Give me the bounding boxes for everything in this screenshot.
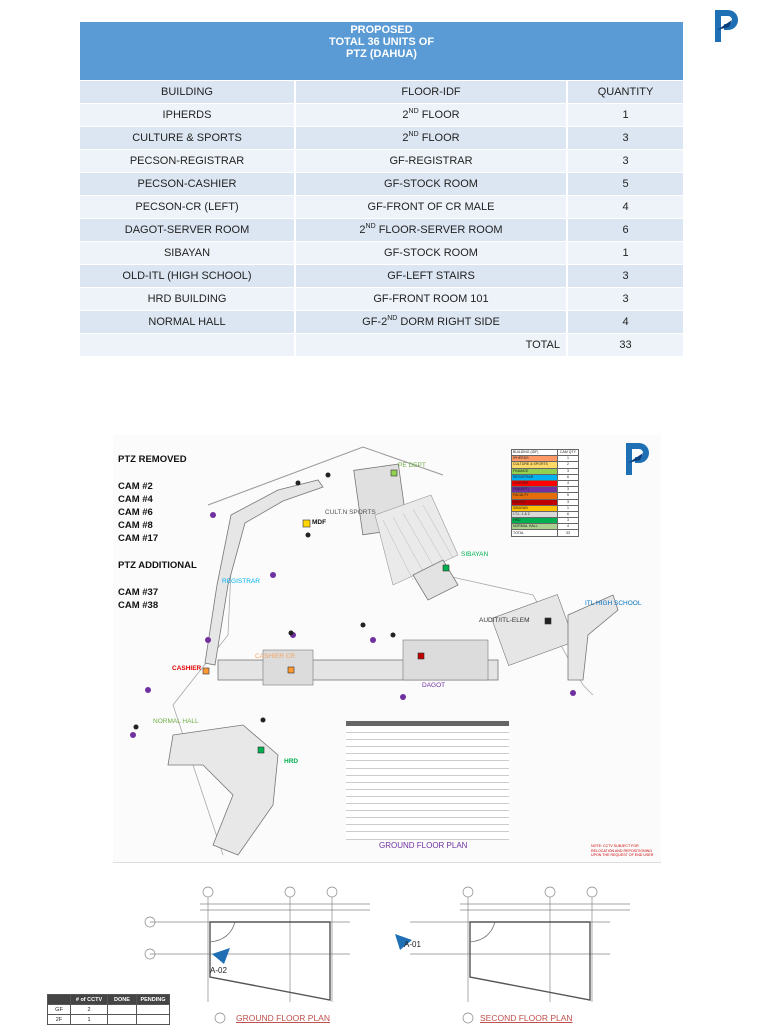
- cell-quantity: 6: [566, 219, 683, 242]
- removed-cam: CAM #8: [118, 520, 153, 531]
- additional-cam: CAM #38: [118, 600, 159, 611]
- cell-building: SIBAYAN: [80, 242, 294, 265]
- cell-floor-idf: GF-REGISTRAR: [294, 150, 566, 173]
- label-sibayan: SIBAYAN: [461, 551, 489, 558]
- label-normal-hall: NORMAL HALL: [153, 718, 199, 725]
- cell-building: HRD BUILDING: [80, 288, 294, 311]
- company-logo-icon: [715, 10, 738, 42]
- label-dagot: DAGOT: [422, 682, 446, 689]
- relocation-note: NOTE: CCTV SUBJECT FOR RELOCATION AND RE…: [591, 844, 654, 857]
- table-header-row: BUILDING FLOOR-IDF QUANTITY: [80, 81, 683, 104]
- table-row: GF 2: [47, 1004, 170, 1015]
- cell-quantity: 1: [566, 242, 683, 265]
- campus-floor-plan: PTZ REMOVED CAM #2 CAM #4 CAM #6 CAM #8 …: [113, 435, 661, 863]
- cell-quantity: 1: [566, 104, 683, 127]
- campus-plan-drawing: [130, 446, 619, 856]
- cell-quantity: 3: [566, 127, 683, 150]
- column-header-building: BUILDING: [80, 81, 294, 104]
- ptz-additional-title: PTZ ADDITIONAL: [118, 560, 197, 571]
- cell-building: PECSON-CASHIER: [80, 173, 294, 196]
- ground-floor-plan-title: GROUND FLOOR PLAN: [379, 841, 468, 850]
- ground-floor-plan-label: GROUND FLOOR PLAN: [236, 1013, 330, 1023]
- cell-quantity: 3: [566, 288, 683, 311]
- cell-floor-idf: GF-LEFT STAIRS: [294, 265, 566, 288]
- cell-floor-idf: 2ND FLOOR: [294, 127, 566, 150]
- cell-building: CULTURE & SPORTS: [80, 127, 294, 150]
- cell-floor-idf: GF-FRONT ROOM 101: [294, 288, 566, 311]
- label-cashier-cr: CASHIER CR: [255, 653, 296, 660]
- total-label: TOTAL: [294, 334, 566, 357]
- column-header-floor-idf: FLOOR-IDF: [294, 81, 566, 104]
- ptz-removed-title: PTZ REMOVED: [118, 454, 187, 465]
- column-header-quantity: QUANTITY: [566, 81, 683, 104]
- cell-quantity: 4: [566, 311, 683, 334]
- legend-header-qty: CAM QTY: [557, 448, 579, 457]
- camera-label-a01: A-01: [404, 940, 421, 949]
- cell-quantity: 3: [566, 265, 683, 288]
- label-registrar: REGISTRAR: [222, 578, 260, 585]
- cell-floor-idf: 2ND FLOOR-SERVER ROOM: [294, 219, 566, 242]
- second-floor-plan-label: SECOND FLOOR PLAN: [480, 1013, 573, 1023]
- building-floor-plans-drawing: [144, 886, 630, 1024]
- label-pe-dept: PE DEPT: [398, 462, 426, 469]
- cell-building: NORMAL HALL: [80, 311, 294, 334]
- ptz-change-notes: PTZ REMOVED CAM #2 CAM #4 CAM #6 CAM #8 …: [118, 453, 197, 612]
- cell-building: IPHERDS: [80, 104, 294, 127]
- removed-cam: CAM #6: [118, 507, 153, 518]
- cell-building: DAGOT-SERVER ROOM: [80, 219, 294, 242]
- table-row: 2F 1: [47, 1014, 170, 1025]
- cell-quantity: 3: [566, 150, 683, 173]
- table-title: PROPOSED TOTAL 36 UNITS OF PTZ (DAHUA): [80, 22, 683, 81]
- removed-cam: CAM #2: [118, 481, 153, 492]
- cell-floor-idf: GF-STOCK ROOM: [294, 173, 566, 196]
- cell-floor-idf: GF-STOCK ROOM: [294, 242, 566, 265]
- proposed-ptz-table: PROPOSED TOTAL 36 UNITS OF PTZ (DAHUA) B…: [80, 22, 683, 357]
- cell-building: OLD-ITL (HIGH SCHOOL): [80, 265, 294, 288]
- cell-building: PECSON-CR (LEFT): [80, 196, 294, 219]
- label-cult-sports: CULT.N SPORTS: [325, 509, 376, 516]
- building-name-list: [346, 721, 509, 840]
- total-value: 33: [566, 334, 683, 357]
- additional-cam: CAM #37: [118, 587, 159, 598]
- label-hrd: HRD: [284, 758, 299, 765]
- company-logo-icon: [626, 443, 649, 475]
- removed-cam: CAM #4: [118, 494, 153, 505]
- cell-building: PECSON-REGISTRAR: [80, 150, 294, 173]
- cell-floor-idf: GF-FRONT OF CR MALE: [294, 196, 566, 219]
- label-mdf: MDF: [312, 519, 327, 526]
- label-audit-itl-elem: AUDIT/ITL-ELEM: [479, 617, 530, 624]
- cell-floor-idf: GF-2ND DORM RIGHT SIDE: [294, 311, 566, 334]
- removed-cam: CAM #17: [118, 533, 159, 544]
- cell-quantity: 5: [566, 173, 683, 196]
- cell-floor-idf: 2ND FLOOR: [294, 104, 566, 127]
- table-total-row: TOTAL 33: [80, 334, 683, 357]
- camera-label-a02: A-02: [210, 966, 227, 975]
- label-itl-high-school: ITL HIGH SCHOOL: [585, 600, 642, 607]
- label-cashier: CASHIER: [172, 665, 202, 672]
- cctv-count-table: # of CCTV DONE PENDING GF 2 2F 1: [47, 994, 170, 1025]
- cell-quantity: 4: [566, 196, 683, 219]
